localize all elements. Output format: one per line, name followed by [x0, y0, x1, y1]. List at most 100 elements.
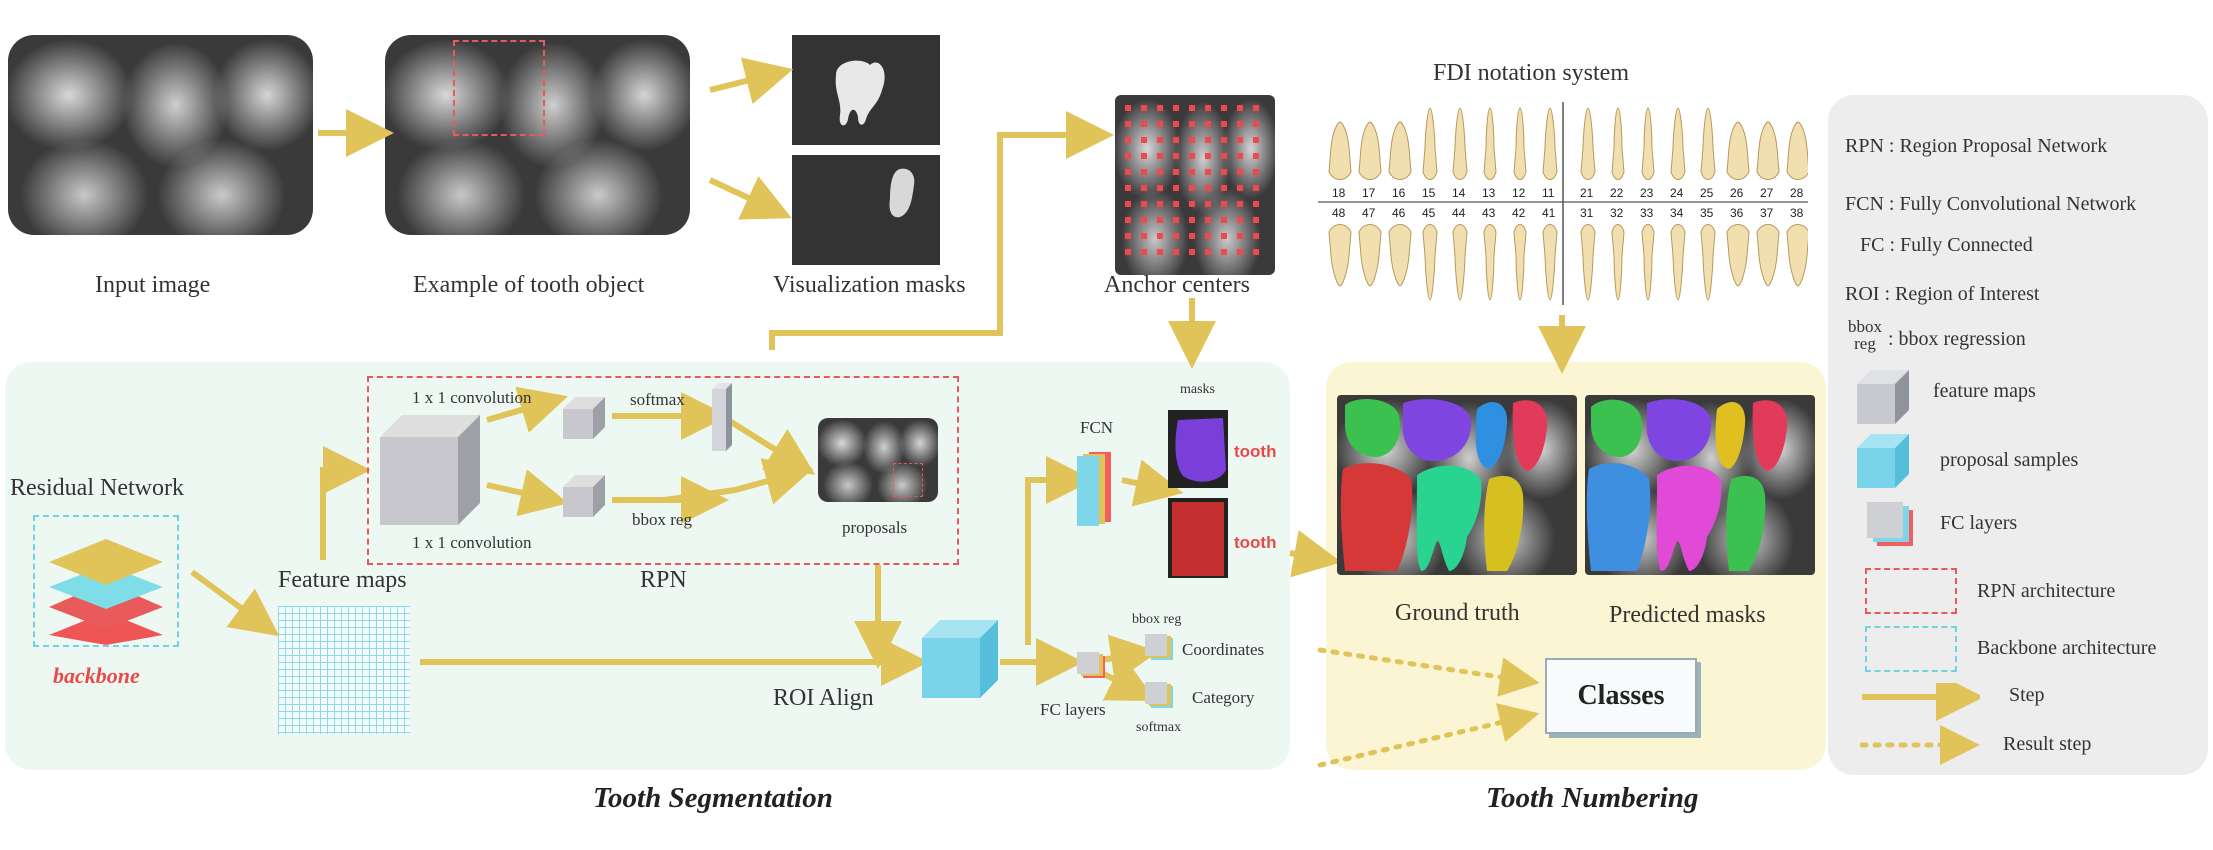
proposals-image — [818, 418, 938, 502]
rpn-label: RPN — [640, 567, 687, 593]
legend-backbone-arch-icon — [1865, 626, 1957, 672]
tooth-mask-shape-1 — [835, 60, 885, 126]
anchor-dot — [1157, 217, 1163, 223]
residual-network-layers — [49, 539, 163, 645]
anchor-dot — [1237, 169, 1243, 175]
fdi-upper-tooth — [1641, 107, 1655, 180]
legend-fc-layers-icon — [1867, 502, 1913, 546]
rpn-feature-cube — [380, 415, 480, 525]
fdi-upper-number: 24 — [1670, 186, 1684, 200]
fdi-upper-tooth — [1580, 107, 1596, 180]
fdi-lower-tooth — [1580, 224, 1596, 301]
bbox-reg-label: bbox reg — [632, 510, 692, 529]
anchor-dot — [1237, 137, 1243, 143]
fdi-lower-tooth — [1726, 224, 1750, 287]
feature-map-grid — [278, 606, 410, 734]
anchor-dot — [1173, 105, 1179, 111]
fdi-lower-number: 37 — [1760, 206, 1774, 220]
anchor-dot — [1125, 153, 1131, 159]
legend-bbox-abbr: bbox reg — [1848, 318, 1882, 352]
fdi-lower-number: 47 — [1362, 206, 1376, 220]
anchor-dot — [1237, 121, 1243, 127]
predicted-masks-image — [1585, 395, 1815, 575]
conv-bottom-label: 1 x 1 convolution — [412, 533, 532, 552]
legend-result-step: Result step — [2003, 733, 2092, 755]
coordinates-label: Coordinates — [1182, 640, 1265, 659]
roi-align-cube — [922, 620, 998, 698]
tooth-label-2: tooth — [1234, 533, 1277, 552]
fdi-upper-tooth — [1700, 107, 1716, 180]
anchor-dot — [1157, 201, 1163, 207]
fdi-upper-number: 27 — [1760, 186, 1774, 200]
legend-bbox-text: : bbox regression — [1888, 328, 2026, 350]
anchor-dot — [1173, 169, 1179, 175]
anchor-dot — [1253, 105, 1259, 111]
anchor-dot — [1205, 169, 1211, 175]
fdi-upper-number: 28 — [1790, 186, 1804, 200]
anchor-dot — [1141, 169, 1147, 175]
fdi-lower-number: 34 — [1670, 206, 1684, 220]
legend-proposal-samples-icon — [1857, 434, 1909, 488]
mask-red — [1168, 498, 1228, 578]
residual-network-label: Residual Network — [10, 475, 184, 501]
fdi-lower-number: 35 — [1700, 206, 1714, 220]
anchor-dot — [1221, 105, 1227, 111]
anchor-dot — [1221, 153, 1227, 159]
fdi-upper-tooth — [1670, 107, 1686, 180]
anchor-grid — [1125, 105, 1259, 255]
fc-layers-label: FC layers — [1040, 700, 1106, 719]
mask-visualization-1 — [792, 35, 940, 145]
fcn-label: FCN — [1080, 418, 1114, 437]
fdi-lower-number: 38 — [1790, 206, 1804, 220]
fdi-title: FDI notation system — [1433, 60, 1629, 86]
fdi-lower-tooth — [1388, 224, 1412, 287]
anchor-dot — [1189, 121, 1195, 127]
anchor-dot — [1125, 249, 1131, 255]
anchor-dot — [1157, 169, 1163, 175]
fdi-lower-tooth — [1452, 224, 1468, 301]
anchor-dot — [1189, 233, 1195, 239]
anchor-dot — [1157, 249, 1163, 255]
anchor-dot — [1205, 105, 1211, 111]
anchor-dot — [1221, 217, 1227, 223]
anchor-dot — [1253, 249, 1259, 255]
anchor-dot — [1221, 169, 1227, 175]
fdi-upper-tooth — [1611, 107, 1625, 180]
legend-fc: FC : Fully Connected — [1860, 234, 2033, 256]
fdi-lower-number: 46 — [1392, 206, 1406, 220]
anchor-dot — [1221, 249, 1227, 255]
fdi-upper-tooth — [1422, 107, 1438, 180]
fdi-upper-number: 26 — [1730, 186, 1744, 200]
tooth-label-1: tooth — [1234, 442, 1277, 461]
fdi-upper-tooth — [1452, 107, 1468, 180]
fdi-upper-number: 17 — [1362, 186, 1376, 200]
conv-cube-top — [563, 397, 605, 439]
anchor-dot — [1157, 105, 1163, 111]
mask-visualization-2 — [792, 155, 940, 265]
fdi-upper-tooth — [1542, 107, 1558, 180]
fdi-lower-tooth — [1542, 224, 1558, 301]
anchor-dot — [1205, 217, 1211, 223]
anchor-dot — [1221, 233, 1227, 239]
fdi-lower-tooth — [1786, 224, 1810, 287]
fdi-upper-number: 23 — [1640, 186, 1654, 200]
anchor-dot — [1205, 249, 1211, 255]
fdi-lower-tooth — [1422, 224, 1438, 301]
fdi-lower-number: 43 — [1482, 206, 1496, 220]
anchor-dot — [1253, 153, 1259, 159]
ground-truth-masks — [1340, 399, 1548, 571]
fdi-upper-number: 15 — [1422, 186, 1436, 200]
roi-align-label: ROI Align — [773, 685, 874, 711]
legend-rpn: RPN : Region Proposal Network — [1845, 135, 2108, 157]
legend-feature-maps-icon — [1857, 370, 1909, 424]
input-xray-image — [8, 35, 313, 235]
fdi-lower-tooth — [1670, 224, 1686, 301]
tooth-numbering-title: Tooth Numbering — [1486, 782, 1699, 814]
anchor-dot — [1173, 121, 1179, 127]
anchor-centers-image — [1115, 95, 1275, 275]
legend-fcn: FCN : Fully Convolutional Network — [1845, 193, 2137, 215]
fdi-upper-tooth — [1388, 121, 1412, 180]
anchor-dot — [1157, 137, 1163, 143]
purple-tooth-mask — [1175, 418, 1226, 482]
